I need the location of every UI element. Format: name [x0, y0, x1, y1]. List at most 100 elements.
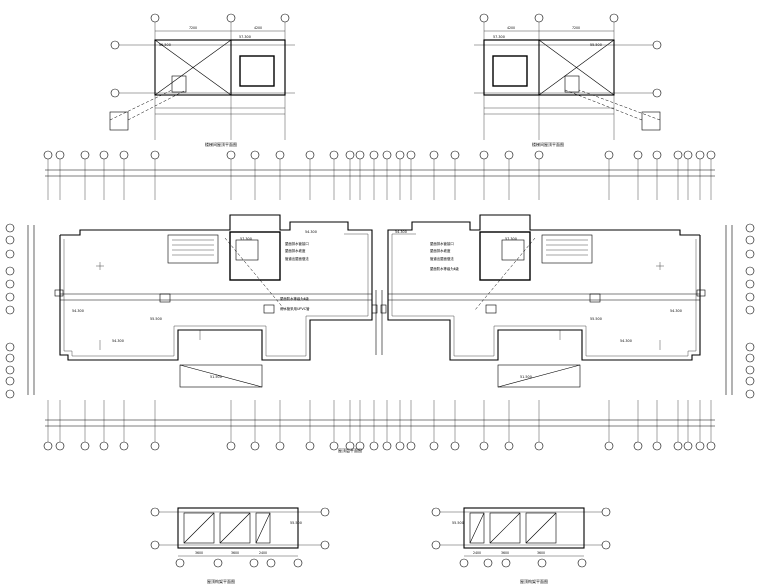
- expansion-joint: [371, 290, 387, 355]
- axis-bubble: [250, 441, 260, 451]
- axis-bubble: [369, 441, 379, 451]
- caption-main-roof-plan: 屋顶层平面图: [338, 447, 362, 453]
- svg-text:屋面防水等级为Ⅱ级: 屋面防水等级为Ⅱ级: [280, 296, 309, 301]
- axis-bubble: [479, 150, 489, 160]
- svg-text:54.300: 54.300: [395, 230, 407, 234]
- svg-text:55.500: 55.500: [590, 43, 602, 47]
- axis-bubble: [80, 441, 90, 451]
- axis-bubble: [305, 150, 315, 160]
- dim-right-2: 7200: [572, 26, 580, 30]
- axis-bubble: [534, 441, 544, 451]
- axis-bubble: [226, 150, 236, 160]
- axis-bubble: [305, 441, 315, 451]
- svg-text:57.300: 57.300: [493, 35, 505, 39]
- svg-text:屋面排水管接口: 屋面排水管接口: [430, 241, 454, 246]
- axis-bubble: [604, 150, 614, 160]
- axis-bubble: [369, 150, 379, 160]
- row-bubbles: [5, 223, 755, 399]
- frame-plan-right: 2400 3600 3600 55.500 屋顶构架平面图: [431, 507, 611, 584]
- axis-bubble: [652, 150, 662, 160]
- axis-bubble: [683, 150, 693, 160]
- svg-text:54.300: 54.300: [112, 339, 124, 343]
- frame-right-dim-3: 3600: [537, 551, 545, 555]
- axis-bubble: [55, 441, 65, 451]
- svg-text:54.300: 54.300: [670, 309, 682, 313]
- svg-text:55.500: 55.500: [590, 317, 602, 321]
- frame-left-dim-2: 3600: [231, 551, 239, 555]
- axis-bubble: [633, 441, 643, 451]
- dim-left-2: 4200: [254, 26, 262, 30]
- frame-left-dim-3: 2400: [259, 551, 267, 555]
- svg-text:雨水管采用UPVC管: 雨水管采用UPVC管: [280, 306, 310, 311]
- axis-bubble: [55, 150, 65, 160]
- svg-text:55.500: 55.500: [290, 521, 302, 525]
- caption-stair-roof-right: 楼梯间屋顶平面图: [532, 141, 564, 147]
- dim-left-1: 7200: [189, 26, 197, 30]
- frame-plan-left: 3600 3600 2400 55.500 屋顶构架平面图: [150, 507, 330, 584]
- dim-right-1: 4200: [507, 26, 515, 30]
- axis-bubble: [226, 441, 236, 451]
- axis-bubble: [250, 150, 260, 160]
- axis-bubble: [355, 150, 365, 160]
- axis-bubble: [99, 150, 109, 160]
- axis-bubble: [150, 441, 160, 451]
- axis-bubble: [683, 441, 693, 451]
- axis-bubble: [450, 150, 460, 160]
- axis-bubble: [80, 150, 90, 160]
- axis-bubble: [43, 441, 53, 451]
- svg-text:54.300: 54.300: [72, 309, 84, 313]
- axis-bubble: [275, 441, 285, 451]
- axis-bubble: [395, 150, 405, 160]
- svg-text:57.300: 57.300: [239, 35, 251, 39]
- axis-bubble: [406, 150, 416, 160]
- axis-bubble: [695, 150, 705, 160]
- axis-bubble: [382, 150, 392, 160]
- axis-bubble: [43, 150, 53, 160]
- svg-text:屋面排水管接口: 屋面排水管接口: [285, 241, 309, 246]
- axis-bubble: [382, 441, 392, 451]
- svg-text:51.500: 51.500: [520, 375, 532, 379]
- axis-bubble: [504, 441, 514, 451]
- svg-text:57.300: 57.300: [240, 237, 252, 241]
- axis-bubble: [329, 441, 339, 451]
- axis-bubble: [406, 441, 416, 451]
- svg-text:54.300: 54.300: [620, 339, 632, 343]
- axis-bubble: [450, 441, 460, 451]
- axis-bubble: [652, 441, 662, 451]
- roof-plan-right-wing: 54.300 54.300 54.300 57.300 51.500 55.50…: [387, 214, 706, 388]
- roof-plan-left-wing: 54.300 54.300 54.300 57.300 51.500 55.50…: [54, 214, 373, 388]
- svg-text:55.500: 55.500: [150, 317, 162, 321]
- axis-bubble: [150, 150, 160, 160]
- axis-bubble: [429, 150, 439, 160]
- caption-stair-roof-left: 楼梯间屋顶平面图: [205, 141, 237, 147]
- axis-bubble: [429, 441, 439, 451]
- stair-roof-plan-left: 7200 4200 57.300 55.500 楼梯间屋顶平面图: [109, 13, 295, 147]
- axis-bubble: [479, 441, 489, 451]
- svg-text:屋面排水坡度: 屋面排水坡度: [430, 248, 451, 253]
- frame-left-dim-1: 3600: [195, 551, 203, 555]
- axis-bubble: [633, 150, 643, 160]
- axis-bubbles: [43, 150, 716, 451]
- axis-bubble: [395, 441, 405, 451]
- axis-bubble: [673, 441, 683, 451]
- svg-text:管道出屋面做法: 管道出屋面做法: [430, 256, 454, 261]
- axis-bubble: [119, 150, 129, 160]
- axis-bubble: [345, 150, 355, 160]
- axis-bubble: [673, 150, 683, 160]
- svg-text:51.500: 51.500: [210, 375, 222, 379]
- svg-text:55.500: 55.500: [452, 521, 464, 525]
- axis-bubble: [604, 441, 614, 451]
- axis-bubble: [695, 441, 705, 451]
- svg-text:屋面防水等级为Ⅱ级: 屋面防水等级为Ⅱ级: [430, 266, 459, 271]
- axis-bubble: [706, 441, 716, 451]
- axis-bubble: [275, 150, 285, 160]
- svg-text:屋面排水坡度: 屋面排水坡度: [285, 248, 306, 253]
- frame-right-dim-2: 3600: [501, 551, 509, 555]
- caption-frame-right: 屋顶构架平面图: [520, 578, 548, 584]
- caption-frame-left: 屋顶构架平面图: [207, 578, 235, 584]
- axis-bubble: [99, 441, 109, 451]
- axis-bubble: [534, 150, 544, 160]
- axis-bubble: [706, 150, 716, 160]
- svg-text:管道出屋面做法: 管道出屋面做法: [285, 256, 309, 261]
